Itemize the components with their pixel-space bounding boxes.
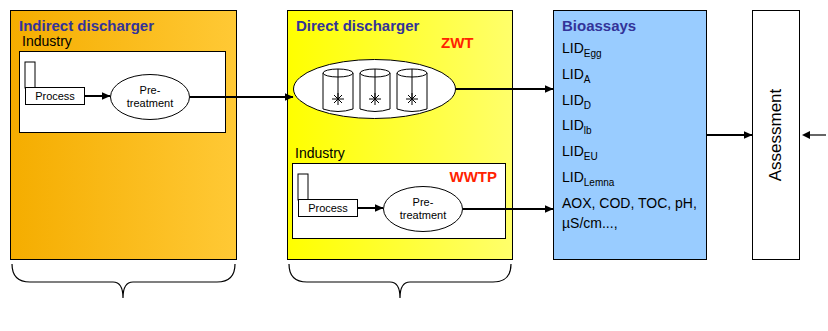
node-text: Industry bbox=[295, 145, 345, 161]
input-arrow bbox=[808, 134, 826, 135]
flow-arrow bbox=[358, 207, 383, 209]
node-text: Process bbox=[35, 90, 75, 102]
industry-box: IndustryWWTPProcessPre-treatment bbox=[292, 163, 506, 239]
node-text: ZWT bbox=[441, 34, 473, 51]
brace bbox=[289, 264, 511, 298]
industry-box: IndustryProcessPre-treatment bbox=[19, 51, 226, 133]
node-text: LIDlb bbox=[562, 115, 698, 141]
pretreatment-ellipse: Pre-treatment bbox=[383, 186, 463, 232]
node-text: LIDEgg bbox=[562, 38, 698, 64]
flow-arrow bbox=[456, 88, 553, 90]
zwt-ellipse: ZWT bbox=[293, 59, 456, 119]
flow-arrow bbox=[463, 208, 553, 210]
ellipse-outline bbox=[293, 59, 456, 119]
process-box: Process bbox=[298, 199, 358, 217]
flow-arrow bbox=[85, 95, 110, 97]
node-text: LIDLemna bbox=[562, 167, 698, 193]
brace bbox=[12, 264, 235, 298]
node-text: Direct discharger bbox=[296, 17, 419, 34]
node-text: AOX, COD, TOC, pH, µS/cm..., bbox=[562, 193, 698, 233]
node-text: LIDEU bbox=[562, 141, 698, 167]
node-text: Pre-treatment bbox=[123, 84, 177, 109]
flow-arrow bbox=[190, 96, 293, 98]
input-arrowhead bbox=[802, 131, 810, 139]
node-text: Indirect discharger bbox=[19, 17, 154, 34]
node-text: Process bbox=[308, 202, 348, 214]
flow-arrow bbox=[707, 134, 752, 136]
discharger-panel: Direct dischargerZWT IndustryWWTP Process P… bbox=[287, 10, 513, 260]
pretreatment-ellipse: Pre-treatment bbox=[110, 74, 190, 120]
process-box: Process bbox=[25, 87, 85, 105]
node-text: LIDD bbox=[562, 90, 698, 116]
discharger-panel: Indirect dischargerIndustryProcess Pre-tr… bbox=[10, 10, 237, 260]
node-text: Bioassays bbox=[562, 17, 698, 34]
node-text: Pre-treatment bbox=[396, 196, 450, 221]
node-text: WWTP bbox=[450, 168, 497, 185]
node-text: Industry bbox=[22, 33, 72, 49]
node-text: LIDA bbox=[562, 64, 698, 90]
node-text: Assessment bbox=[766, 89, 786, 182]
assessment-box: Assessment bbox=[752, 10, 800, 260]
bioassays-panel: BioassaysLIDEggLIDALIDDLIDlbLIDEULIDLemn… bbox=[553, 10, 707, 260]
